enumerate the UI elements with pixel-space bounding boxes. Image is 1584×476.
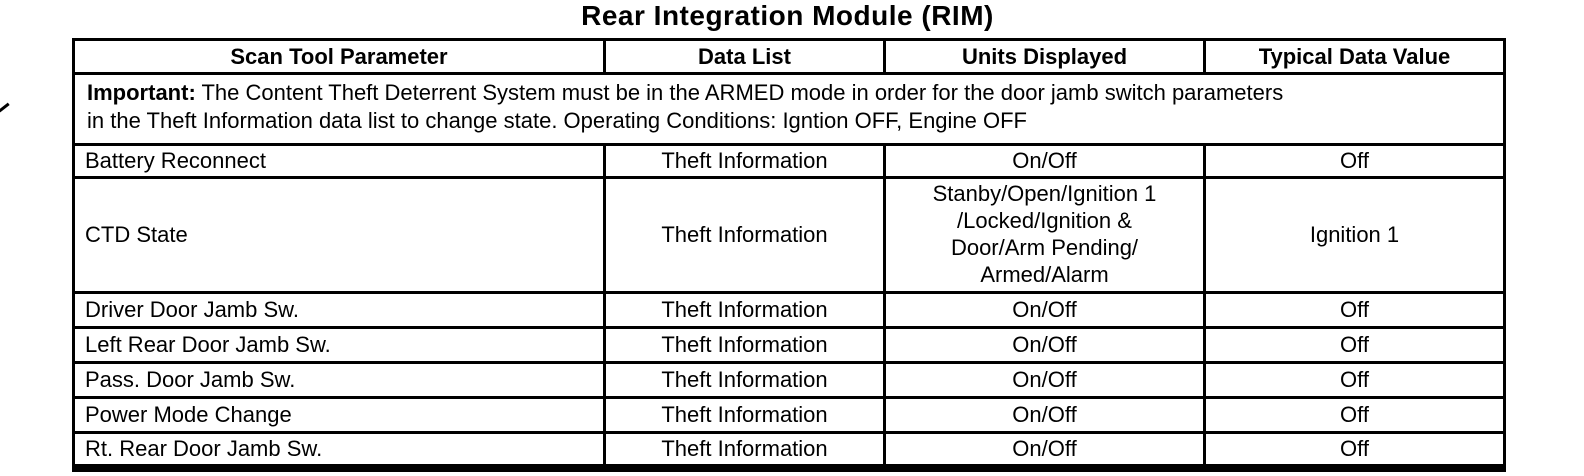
table-row: Power Mode Change Theft Information On/O… (72, 395, 1506, 434)
important-label: Important: (87, 80, 196, 105)
rim-parameters-table: Scan Tool Parameter Data List Units Disp… (72, 38, 1506, 472)
table-row: Rt. Rear Door Jamb Sw. Theft Information… (72, 430, 1506, 470)
table-row: Left Rear Door Jamb Sw. Theft Informatio… (72, 325, 1506, 364)
param-cell: Power Mode Change (72, 395, 606, 434)
data-list-cell: Theft Information (603, 290, 886, 329)
typical-value-cell: Off (1203, 290, 1506, 329)
units-cell: Stanby/Open/Ignition 1 /Locked/Ignition … (883, 176, 1206, 294)
header-row: Scan Tool Parameter Data List Units Disp… (72, 38, 1506, 75)
typical-value-cell: Off (1203, 430, 1506, 470)
important-note-row: Important: The Content Theft Deterrent S… (72, 71, 1506, 147)
header-data-list: Data List (603, 38, 886, 75)
param-cell: Pass. Door Jamb Sw. (72, 360, 606, 399)
header-typical-data-value: Typical Data Value (1203, 38, 1506, 75)
data-list-cell: Theft Information (603, 325, 886, 364)
units-cell: On/Off (883, 430, 1206, 470)
data-list-cell: Theft Information (603, 143, 886, 180)
param-cell: CTD State (72, 176, 606, 294)
units-cell: On/Off (883, 290, 1206, 329)
units-cell: On/Off (883, 395, 1206, 434)
units-cell: On/Off (883, 360, 1206, 399)
table-row: Driver Door Jamb Sw. Theft Information O… (72, 290, 1506, 329)
units-cell: On/Off (883, 325, 1206, 364)
important-note-text: The Content Theft Deterrent System must … (87, 80, 1284, 134)
important-note-cell: Important: The Content Theft Deterrent S… (72, 71, 1506, 147)
param-cell: Battery Reconnect (72, 143, 606, 180)
typical-value-cell: Ignition 1 (1203, 176, 1506, 294)
typical-value-cell: Off (1203, 325, 1506, 364)
page-title: Rear Integration Module (RIM) (581, 0, 994, 31)
header-units-displayed: Units Displayed (883, 38, 1206, 75)
table-row: Battery Reconnect Theft Information On/O… (72, 143, 1506, 180)
param-cell: Left Rear Door Jamb Sw. (72, 325, 606, 364)
scan-artifact-mark (0, 102, 10, 113)
typical-value-cell: Off (1203, 143, 1506, 180)
header-scan-tool-parameter: Scan Tool Parameter (72, 38, 606, 75)
param-cell: Driver Door Jamb Sw. (72, 290, 606, 329)
table-row: CTD State Theft Information Stanby/Open/… (72, 176, 1506, 294)
data-list-cell: Theft Information (603, 395, 886, 434)
data-list-cell: Theft Information (603, 430, 886, 470)
typical-value-cell: Off (1203, 360, 1506, 399)
typical-value-cell: Off (1203, 395, 1506, 434)
param-cell: Rt. Rear Door Jamb Sw. (72, 430, 606, 470)
data-list-cell: Theft Information (603, 360, 886, 399)
table-row: Pass. Door Jamb Sw. Theft Information On… (72, 360, 1506, 399)
data-list-cell: Theft Information (603, 176, 886, 294)
units-cell: On/Off (883, 143, 1206, 180)
